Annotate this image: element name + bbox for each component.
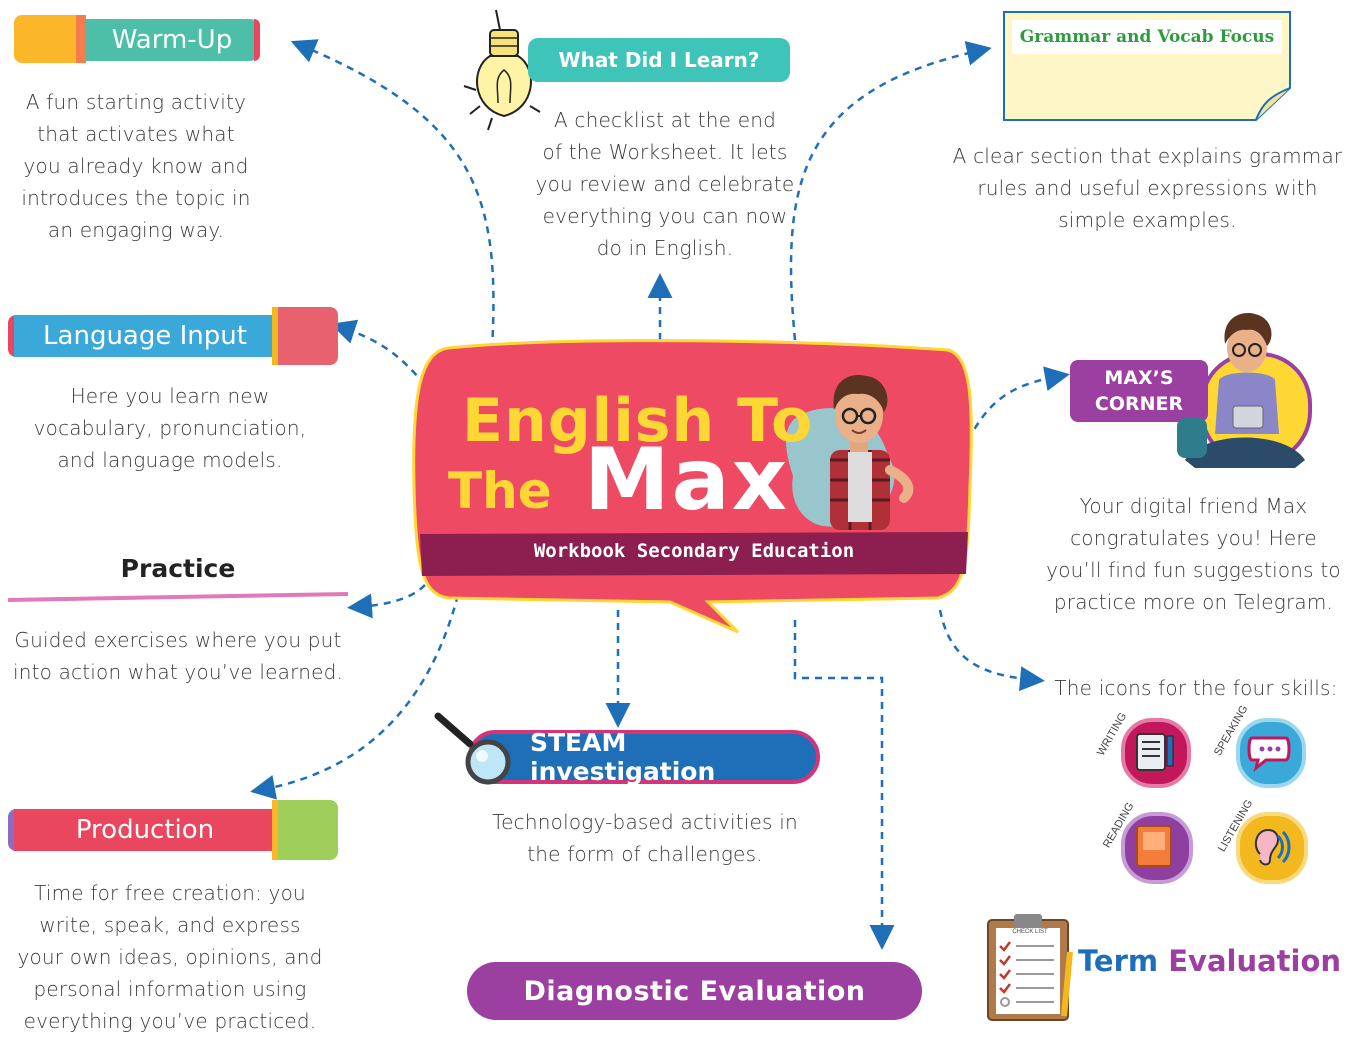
arrow-skills	[938, 609, 1045, 692]
center-subtitle: Workbook Secondary Education	[533, 540, 855, 562]
warmup-color-block	[14, 15, 76, 63]
language-input-color-block	[278, 307, 338, 365]
arrow-grammar	[789, 41, 992, 341]
skill-speaking: SPEAKING	[1212, 703, 1312, 794]
skill-reading: READING	[1095, 800, 1195, 890]
language-input-accent	[272, 307, 278, 365]
arrow-language-input	[330, 319, 426, 386]
arrow-diagnostic	[793, 620, 895, 950]
diagnostic-evaluation-label: Diagnostic Evaluation	[467, 962, 922, 1020]
magnifier-icon	[434, 712, 511, 785]
production-accent	[272, 800, 278, 860]
language-input-header: Language Input	[8, 307, 338, 365]
production-header: Production	[8, 800, 338, 860]
listening-icon	[1254, 828, 1291, 866]
lightbulb-icon	[463, 9, 541, 131]
steam-label: STEAM investigation	[468, 728, 820, 786]
arrow-max-corner	[966, 366, 1070, 441]
warmup-header: Warm-Up	[14, 15, 260, 63]
production-label: Production	[14, 809, 276, 851]
language-input-label: Language Input	[14, 315, 276, 357]
skill-writing: WRITING	[1095, 708, 1195, 794]
clipboard-caption: CHECK LIST	[1012, 929, 1048, 935]
speaking-icon	[1247, 736, 1291, 772]
writing-icon	[1136, 733, 1174, 771]
reading-icon	[1136, 825, 1172, 867]
skill-listening: LISTENING	[1212, 798, 1312, 890]
warmup-accent	[76, 15, 86, 63]
grammar-label: Grammar and Vocab Focus	[1012, 20, 1282, 54]
clipboard-icon	[987, 914, 1073, 1021]
warmup-edge	[254, 19, 260, 61]
warmup-label: Warm-Up	[86, 19, 258, 61]
arrow-warmup	[290, 39, 495, 351]
production-color-block	[278, 800, 338, 860]
arrow-practice	[347, 584, 426, 619]
term-evaluation-label: Term Evaluation	[1078, 944, 1342, 978]
skills-title: The icons for the four skills:	[1054, 676, 1338, 700]
arrow-production	[250, 594, 460, 800]
language-input-edge	[8, 315, 18, 357]
what-did-i-learn-label: What Did I Learn?	[528, 38, 790, 82]
production-edge	[8, 809, 18, 851]
max-sitting-illustration	[1177, 313, 1305, 468]
practice-underline	[8, 592, 348, 602]
title-line1: English To	[462, 386, 814, 456]
title-the: The	[448, 462, 552, 520]
practice-label: Practice	[120, 554, 236, 583]
max-character-illustration	[830, 375, 914, 530]
title-max: Max	[584, 430, 790, 530]
